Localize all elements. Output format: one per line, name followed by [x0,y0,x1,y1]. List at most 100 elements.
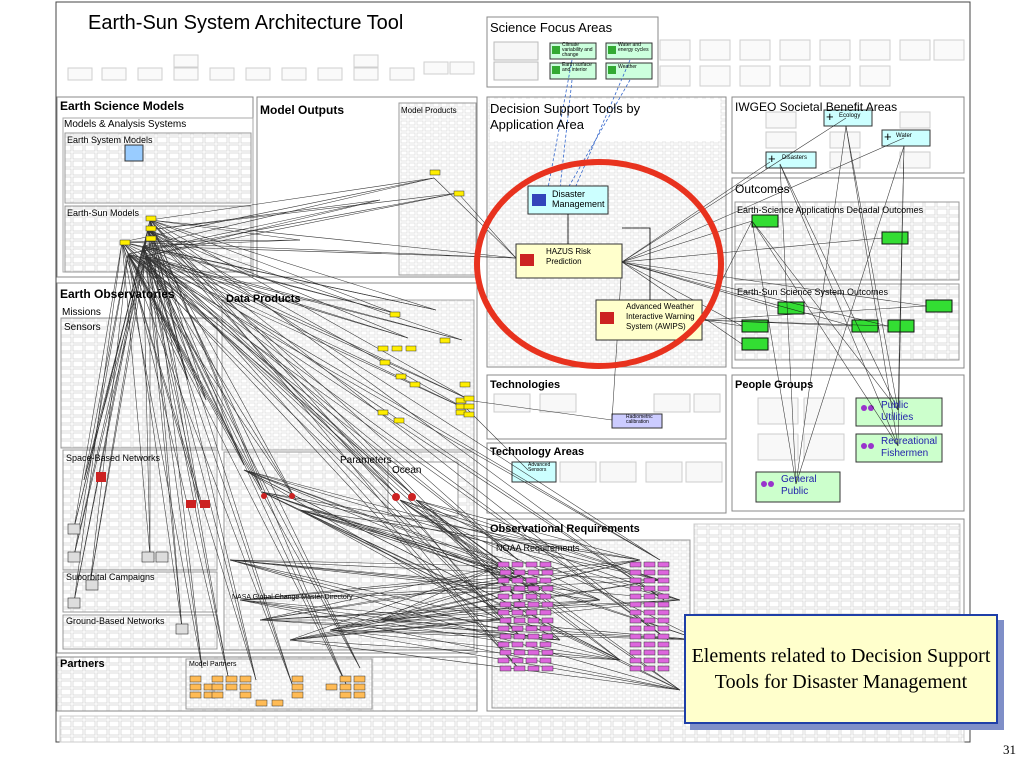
connection-line [379,565,501,621]
node-mark [499,649,512,656]
node-mark [657,633,670,640]
node-mark [497,609,510,616]
node-mark [511,657,524,664]
node-disaster-management[interactable]: Disaster Management [552,189,605,209]
connection-line [127,253,245,466]
node-mark [527,617,540,624]
node-mark [541,617,554,624]
node-mark [379,359,391,366]
connection-line [127,253,519,561]
dst-nodes [515,185,703,341]
node-mark [511,641,524,648]
connection-line [261,491,541,591]
connection-line [121,241,517,259]
connection-line [415,499,641,561]
node-radiometric: Radiometric calibration [626,414,653,425]
connection-line [329,629,621,661]
iwgeo-nodes [765,109,931,169]
node-mark [657,665,670,672]
connection-line [121,177,435,243]
connection-line [145,255,229,677]
node-mark [643,601,656,608]
node-mark [657,601,670,608]
node-hazus[interactable]: HAZUS Risk Prediction [546,247,591,266]
connection-line [243,469,681,691]
connection-line [259,565,501,621]
node-mark [657,561,670,568]
node-mark [497,593,510,600]
sensors-label: Sensors [64,322,101,333]
connection-line [149,219,395,314]
node-mark [353,675,366,683]
node-mark [643,641,656,648]
connection-line [779,163,797,485]
connection-line [289,639,681,691]
connection-line [142,245,397,495]
node-mark [405,345,417,352]
connection-line [897,145,905,447]
connection-line [611,261,623,421]
node-mark [513,665,526,672]
connection-line [145,255,183,629]
node-awips[interactable]: Advanced Weather Interactive Warning Sys… [626,302,695,331]
connection-line [73,253,129,557]
node-weather: Weather [618,64,637,70]
parameters-label: Parameters [340,455,392,466]
connection-line [229,559,621,661]
node-mark [291,691,304,699]
node-mark [463,403,475,410]
connection-line [147,229,229,677]
connection-line [127,253,465,409]
node-mark [393,417,405,424]
connection-line [127,192,459,255]
node-mark [239,683,252,691]
node-mark [511,609,524,616]
connection-line [121,241,203,669]
node-mark [499,665,512,672]
connection-line [127,253,361,669]
connection-line [147,229,409,339]
node-mark [643,561,656,568]
connection-line [259,575,521,621]
connection-line [73,245,144,603]
node-mark [525,593,538,600]
node-mark [629,577,642,584]
connection-line [127,253,409,339]
node-mark [657,657,670,664]
connection-line [142,245,181,353]
node-mark [629,625,642,632]
connection-line [145,255,293,685]
node-mark [643,593,656,600]
node-mark [429,169,441,176]
connection-line [145,192,459,257]
connection-line [142,245,203,669]
connection-line [229,559,501,621]
technologies-label: Technologies [490,379,561,391]
connection-line [465,407,529,471]
connection-line [149,219,257,681]
node-mark [539,657,552,664]
node-mark [541,665,554,672]
connection-line [795,145,905,485]
node-mark [239,675,252,683]
node-mark [629,569,642,576]
connection-line [229,559,661,581]
node-mark [629,649,642,656]
node-mark [339,675,352,683]
node-mark [499,617,512,624]
node-mark [541,633,554,640]
connection-line [73,241,123,529]
focus-links [547,59,631,189]
node-mark [657,593,670,600]
connection-line [145,255,413,495]
node-public-utilities: Public Utilities [881,400,914,423]
technology-areas-label: Technology Areas [490,446,585,458]
node-mark [499,633,512,640]
connection-line [142,245,395,314]
node-mark [629,617,642,624]
connection-line [399,499,501,621]
node-mark [657,649,670,656]
observational-requirements-label: Observational Requirements [490,523,640,535]
node-mark [291,683,304,691]
connection-line [243,469,661,581]
